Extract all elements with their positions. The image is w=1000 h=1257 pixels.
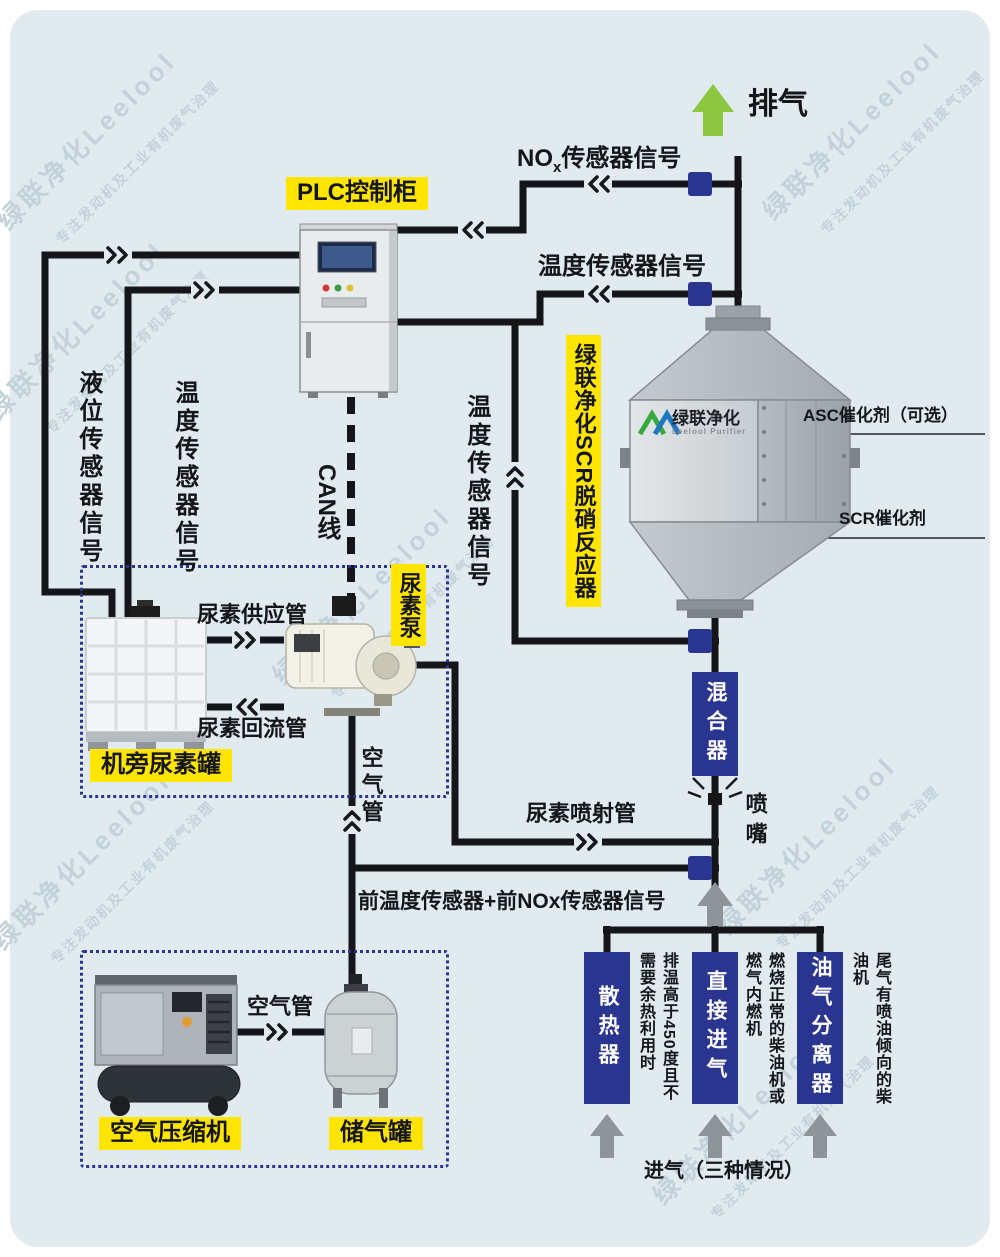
temp-after-signal-line — [397, 290, 742, 326]
radiator-intake-arrow — [590, 1114, 624, 1158]
temp-mid-signal-label: 温度传感器信号 — [462, 394, 490, 590]
scr-reactor — [620, 305, 860, 618]
air-compressor-tag: 空气压缩机 — [99, 1117, 241, 1150]
direct-intake-label: 直接进气 — [704, 970, 727, 1086]
nox-text-suffix: 传感器信号 — [561, 145, 682, 172]
chevron-left — [584, 283, 612, 305]
intake-caption: 进气（三种情况） — [644, 1160, 804, 1182]
radiator-note: 排温高于450度且不需要余热利用时 — [637, 952, 677, 1101]
sensor-mount-squares — [688, 172, 712, 880]
urea-return-label: 尿素回流管 — [197, 716, 308, 741]
nox-sensor-square — [688, 172, 712, 196]
urea-pump-tag: 尿素泵 — [391, 564, 426, 646]
nox-text: NO — [517, 145, 553, 172]
chevron-right — [574, 831, 602, 853]
chevron-right — [191, 279, 219, 301]
reactor-logo-mark — [652, 409, 682, 436]
urea-supply-label: 尿素供应管 — [197, 602, 308, 627]
reactor-tag: 绿联净化SCR脱硝反应器 — [566, 335, 601, 608]
plc-cabinet — [299, 223, 398, 398]
chevron-right — [232, 629, 260, 651]
urea-pump — [285, 596, 420, 716]
chevron-right — [104, 244, 132, 266]
direct-intake-note: 燃烧正常的柴油机或燃气内燃机 — [743, 952, 783, 1105]
flow-chevrons — [104, 173, 612, 1043]
exhaust-label: 排气 — [748, 88, 808, 121]
temp-after-signal-label: 温度传感器信号 — [538, 253, 706, 280]
temp-mid-sensor-square — [688, 629, 712, 653]
direct-intake-arrow — [698, 1114, 732, 1158]
chevron-left — [232, 696, 260, 718]
reactor-logo-en: Leelool Purifier — [672, 426, 747, 436]
tank-temp-signal-line — [124, 286, 300, 620]
pre-sensor-square — [688, 856, 712, 880]
pre-sensors-label: 前温度传感器+前NOx传感器信号 — [358, 890, 666, 913]
scr-catalyst-label: SCR催化剂 — [839, 509, 926, 528]
asc-catalyst-label: ASC催化剂（可选） — [803, 406, 958, 425]
chevron-left — [584, 173, 612, 195]
radiator-box: 散热器 — [584, 952, 630, 1104]
air-compressor — [94, 975, 241, 1116]
nozzle-symbol — [687, 774, 743, 805]
nozzle-label: 喷嘴 — [742, 792, 768, 852]
urea-tank-tag: 机旁尿素罐 — [90, 749, 232, 782]
can-bus-label: CAN线 — [312, 464, 340, 540]
level-signal-label: 液位传感器信号 — [74, 370, 102, 566]
radiator-label: 散热器 — [596, 984, 619, 1072]
nox-subscript: x — [553, 158, 562, 176]
urea-tank — [85, 600, 207, 751]
oil-gas-separator-label: 油气分离器 — [809, 955, 832, 1101]
air-storage-tank — [324, 974, 398, 1108]
oil-gas-separator-box: 油气分离器 — [797, 952, 843, 1104]
air-pipe-label: 空气管 — [247, 994, 314, 1019]
chevron-left — [458, 219, 486, 241]
main-intake-arrow — [697, 882, 733, 926]
urea-station-dashed-box — [80, 565, 449, 798]
chevron-up — [341, 806, 363, 834]
air-station-dashed-box — [80, 950, 449, 1168]
intake-manifold — [603, 926, 824, 954]
reactor-logo: 绿联净化 Leelool Purifier — [672, 410, 746, 437]
mixer-label: 混合器 — [704, 680, 727, 768]
plc-label-tag: PLC控制柜 — [286, 177, 428, 210]
nox-signal-label: NOx传感器信号 — [517, 145, 682, 177]
temp-after-sensor-square — [688, 282, 712, 306]
urea-injection-label: 尿素喷射管 — [526, 801, 637, 826]
separator-intake-arrow — [803, 1114, 837, 1158]
air-pipe-vertical-label: 空气管 — [358, 746, 384, 827]
air-tank-tag: 储气罐 — [329, 1117, 423, 1150]
chevron-right — [264, 1021, 292, 1043]
oil-gas-separator-note: 尾气有喷油倾向的柴油机 — [850, 952, 890, 1105]
temp-mid-signal-line — [511, 322, 719, 645]
reactor-logo-cn: 绿联净化 — [672, 409, 740, 428]
direct-intake-box: 直接进气 — [692, 952, 738, 1104]
exhaust-up-arrow — [692, 84, 734, 136]
intake-flow-arrows — [590, 882, 837, 1158]
mixer-box: 混合器 — [692, 672, 738, 776]
chevron-up — [504, 462, 526, 490]
tank-temp-signal-label: 温度传感器信号 — [170, 380, 198, 576]
